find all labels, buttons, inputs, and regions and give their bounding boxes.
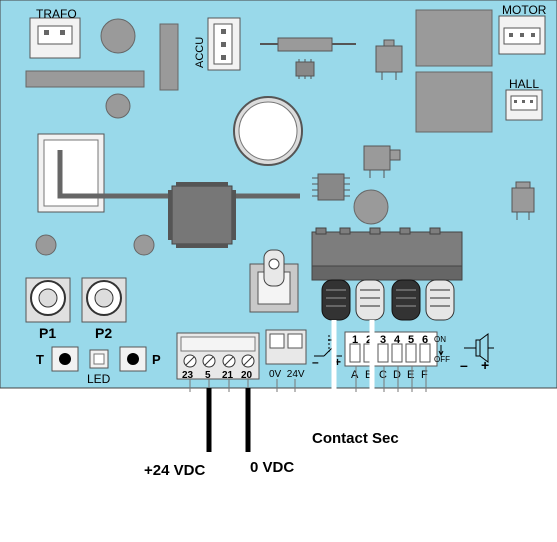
dip-1: 1 xyxy=(352,334,358,346)
led-label: LED xyxy=(87,372,111,386)
potentiometer-p1 xyxy=(25,277,71,323)
transistor xyxy=(375,39,403,80)
dip-4: 4 xyxy=(394,334,401,346)
trafo-connector xyxy=(29,17,81,59)
mount-hole xyxy=(133,234,155,256)
svg-text:+: + xyxy=(334,355,341,369)
mount-hole xyxy=(100,18,136,54)
dip-c: C xyxy=(379,369,387,381)
dip-5: 5 xyxy=(408,334,414,346)
accu-label: ACCU xyxy=(194,37,206,68)
terminal-5: 5 xyxy=(205,370,211,381)
trafo-label: TRAFO xyxy=(36,7,77,21)
capacitor-top xyxy=(238,101,298,161)
ic-chip xyxy=(312,173,350,201)
led-indicator xyxy=(89,349,109,369)
p2-label: P2 xyxy=(95,325,112,341)
terminal-block-4 xyxy=(176,332,260,380)
motor-connector xyxy=(498,15,546,55)
dc-power-label: 0V 24V xyxy=(269,369,305,380)
small-ic xyxy=(295,59,315,79)
contact-sec-label: Contact Sec xyxy=(312,430,399,447)
p1-label: P1 xyxy=(39,325,56,341)
dip-2: 2 xyxy=(366,334,372,346)
terminal-plug-1 xyxy=(321,279,351,321)
dip-e: E xyxy=(407,369,414,381)
screw-terminal-block xyxy=(311,227,463,281)
plus24-label: +24 VDC xyxy=(144,462,205,479)
hall-connector xyxy=(505,89,543,121)
dc-power-connector xyxy=(265,329,307,365)
terminal-20: 20 xyxy=(241,370,253,381)
t-button[interactable] xyxy=(51,346,79,372)
dip-d: D xyxy=(393,369,401,381)
svg-text:–: – xyxy=(312,355,319,369)
on-label: ON xyxy=(434,335,446,344)
svg-text:+: + xyxy=(481,357,489,373)
dip-a: A xyxy=(351,369,359,381)
zero-v-label: 0 VDC xyxy=(250,459,294,476)
mount-hole xyxy=(105,93,131,119)
dip-b: B xyxy=(365,369,372,381)
dip-3: 3 xyxy=(380,334,386,346)
buzzer-symbol: – + xyxy=(460,333,494,373)
dip-switch xyxy=(344,331,438,367)
diode xyxy=(260,37,356,52)
hall-label: HALL xyxy=(509,77,539,91)
off-label: OFF xyxy=(434,355,450,364)
regulator-1 xyxy=(363,145,401,178)
terminal-plug-3 xyxy=(391,279,421,321)
long-component xyxy=(25,70,145,88)
terminal-plug-4 xyxy=(425,279,455,321)
p-button[interactable] xyxy=(119,346,147,372)
terminal-21: 21 xyxy=(222,370,234,381)
svg-text:–: – xyxy=(460,357,468,373)
dip-f: F xyxy=(421,369,428,381)
motor-label: MOTOR xyxy=(502,3,547,17)
t-label: T xyxy=(36,352,44,367)
mount-hole xyxy=(35,234,57,256)
p-label: P xyxy=(152,352,161,367)
potentiometer-p2 xyxy=(81,277,127,323)
fuse-holder xyxy=(249,249,299,313)
relay-component xyxy=(159,23,179,91)
accu-connector xyxy=(207,17,241,71)
regulator-2 xyxy=(511,181,535,220)
microcontroller xyxy=(168,182,236,248)
mount-hole xyxy=(353,189,389,225)
relay-top xyxy=(415,9,493,67)
relay-bottom xyxy=(415,71,493,133)
terminal-23: 23 xyxy=(182,370,194,381)
terminal-plug-2 xyxy=(355,279,385,321)
dip-6: 6 xyxy=(422,334,428,346)
